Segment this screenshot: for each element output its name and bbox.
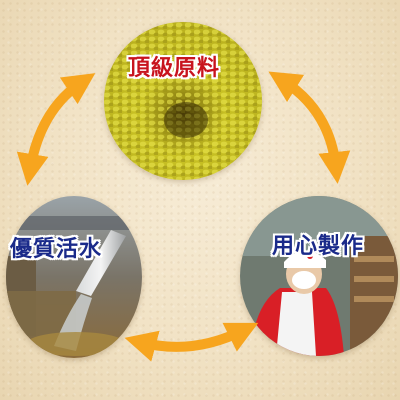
water-photo — [6, 196, 142, 358]
ingredients-image — [104, 22, 262, 180]
production-photo — [240, 196, 398, 356]
label-production: 用心製作 — [272, 234, 365, 259]
label-ingredients: 頂級原料 — [128, 56, 221, 81]
arrow-top-right — [268, 71, 351, 184]
arrow-left-right — [124, 322, 259, 362]
production-image — [240, 196, 398, 356]
ingredients-photo — [104, 22, 262, 180]
label-water: 優質活水 — [10, 237, 103, 262]
arrow-left-top — [16, 73, 96, 186]
water-image — [6, 196, 142, 358]
